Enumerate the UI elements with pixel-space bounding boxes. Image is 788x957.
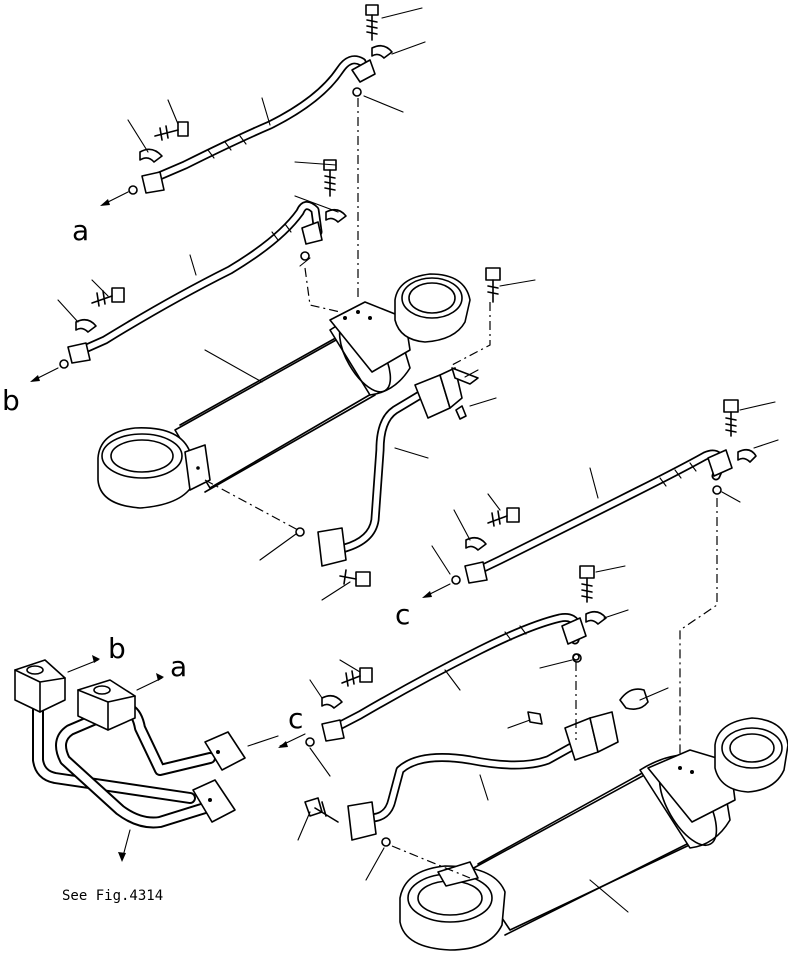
upper-second-hose [30, 159, 347, 382]
callout-label-c-bottom: c [288, 702, 303, 735]
callout-label-a-bottom: a [170, 650, 187, 683]
upper-pipe [259, 267, 536, 601]
callout-label-a-top: a [72, 214, 89, 247]
upper-cylinder [97, 273, 471, 509]
callout-label-b-bottom: b [108, 632, 126, 665]
upper-dash-lines [204, 98, 491, 531]
lower-hose [278, 565, 629, 777]
callout-label-c-mid: c [395, 598, 410, 631]
figure-reference-caption: See Fig.4314 [62, 888, 163, 904]
lower-cylinder [297, 653, 788, 951]
right-mid-hose [422, 399, 779, 770]
upper-top-hose [100, 4, 426, 206]
lower-left-pipe-assembly [14, 655, 279, 862]
callout-label-b-top: b [2, 384, 20, 417]
